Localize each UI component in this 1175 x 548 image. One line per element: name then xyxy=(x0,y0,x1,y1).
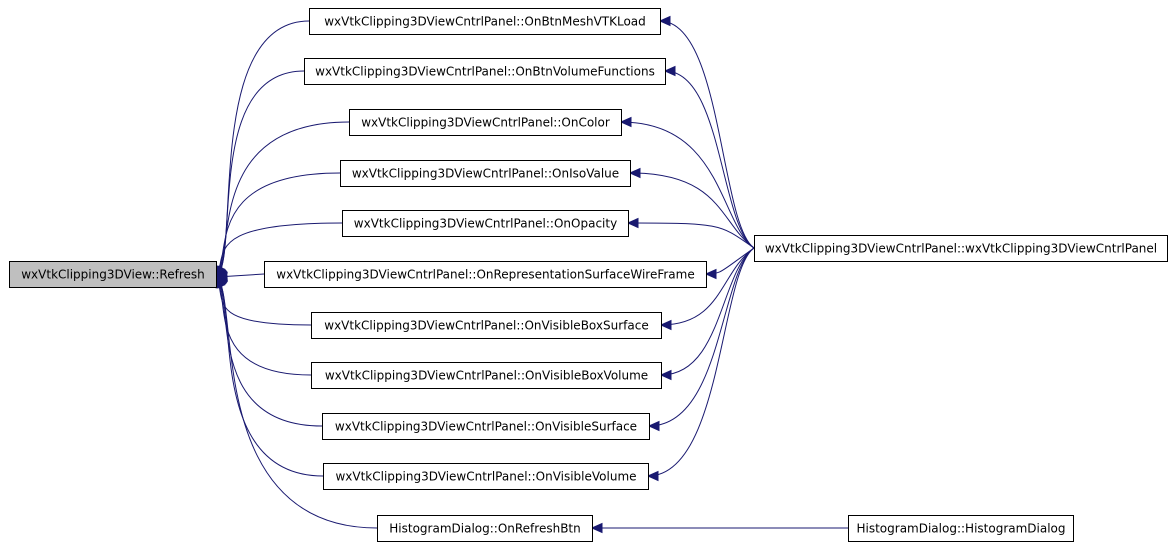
node-on-iso[interactable]: wxVtkClipping3DViewCntrlPanel::OnIsoValu… xyxy=(340,160,631,187)
node-box[interactable] xyxy=(9,261,217,288)
edge-line xyxy=(216,276,324,477)
edge-line xyxy=(629,172,755,249)
node-box[interactable] xyxy=(349,109,622,136)
edge-line xyxy=(216,121,350,278)
edge-line xyxy=(216,276,323,427)
node-label: wxVtkClipping3DViewCntrlPanel::OnColor xyxy=(361,116,610,130)
arrowhead-icon xyxy=(590,522,603,534)
node-box[interactable] xyxy=(304,58,666,85)
node-on-vis-surf[interactable]: wxVtkClipping3DViewCntrlPanel::OnVisible… xyxy=(322,413,650,440)
edge-ctor-to-on-repr xyxy=(704,247,755,280)
node-on-vis-box-surf[interactable]: wxVtkClipping3DViewCntrlPanel::OnVisible… xyxy=(311,312,662,339)
edge-on-refresh-btn-to-refresh xyxy=(216,276,378,529)
node-label: wxVtkClipping3DViewCntrlPanel::OnVisible… xyxy=(324,319,648,333)
node-label: wxVtkClipping3DViewCntrlPanel::wxVtkClip… xyxy=(765,242,1157,256)
node-label: wxVtkClipping3DViewCntrlPanel::OnReprese… xyxy=(276,268,694,282)
arrowhead-icon xyxy=(704,268,717,280)
node-label: wxVtkClipping3DViewCntrlPanel::OnBtnMesh… xyxy=(324,15,646,29)
node-box[interactable] xyxy=(848,515,1074,542)
edge-ctor-to-on-opacity xyxy=(626,217,755,249)
edge-ctor-to-on-vis-vol xyxy=(646,247,755,482)
edge-on-color-to-refresh xyxy=(216,121,350,278)
edges-layer xyxy=(215,15,848,534)
node-on-opacity[interactable]: wxVtkClipping3DViewCntrlPanel::OnOpacity xyxy=(342,210,629,237)
edge-ctor-to-on-color xyxy=(619,116,755,249)
node-label: wxVtkClipping3DViewCntrlPanel::OnVisible… xyxy=(335,470,636,484)
node-box[interactable] xyxy=(340,160,631,187)
node-on-vis-box-vol[interactable]: wxVtkClipping3DViewCntrlPanel::OnVisible… xyxy=(311,362,662,389)
node-hist-ctor[interactable]: HistogramDialog::HistogramDialog xyxy=(848,515,1074,542)
node-box[interactable] xyxy=(309,8,661,35)
edge-line xyxy=(647,247,755,477)
node-box[interactable] xyxy=(322,413,650,440)
arrowhead-icon xyxy=(663,65,676,77)
edge-line xyxy=(705,247,755,275)
node-label: wxVtkClipping3DViewCntrlPanel::OnVisible… xyxy=(335,420,637,434)
edge-ctor-to-on-iso xyxy=(628,167,755,249)
edge-line xyxy=(659,20,755,249)
node-box[interactable] xyxy=(377,515,593,542)
edge-ctor-to-on-vis-box-surf xyxy=(659,247,755,331)
edge-line xyxy=(664,70,755,249)
edge-line xyxy=(216,172,341,278)
edge-ctor-to-on-btn-mesh xyxy=(658,15,755,249)
node-box[interactable] xyxy=(311,312,662,339)
nodes-layer: wxVtkClipping3DView::RefreshwxVtkClippin… xyxy=(9,8,1168,542)
edge-line xyxy=(627,222,755,249)
node-label: wxVtkClipping3DViewCntrlPanel::OnIsoValu… xyxy=(352,167,619,181)
node-label: wxVtkClipping3DViewCntrlPanel::OnOpacity xyxy=(354,217,617,231)
edge-ctor-to-on-vis-box-vol xyxy=(659,247,755,381)
node-box[interactable] xyxy=(264,261,707,288)
node-on-repr[interactable]: wxVtkClipping3DViewCntrlPanel::OnReprese… xyxy=(264,261,707,288)
arrowhead-icon xyxy=(619,116,632,128)
node-box[interactable] xyxy=(754,235,1168,262)
node-box[interactable] xyxy=(342,210,629,237)
node-label: wxVtkClipping3DViewCntrlPanel::OnBtnVolu… xyxy=(315,65,655,79)
arrowhead-icon xyxy=(659,369,672,381)
node-box[interactable] xyxy=(323,463,649,490)
node-label: wxVtkClipping3DViewCntrlPanel::OnVisible… xyxy=(325,369,648,383)
arrowhead-icon xyxy=(647,420,660,432)
arrowhead-icon xyxy=(216,276,229,289)
edge-on-vis-vol-to-refresh xyxy=(216,276,324,477)
node-refresh[interactable]: wxVtkClipping3DView::Refresh xyxy=(9,261,217,288)
node-on-vis-vol[interactable]: wxVtkClipping3DViewCntrlPanel::OnVisible… xyxy=(323,463,649,490)
node-label: HistogramDialog::HistogramDialog xyxy=(856,522,1065,536)
edge-line xyxy=(216,276,378,529)
edge-hist-ctor-to-on-refresh-btn xyxy=(590,522,848,534)
edge-ctor-to-on-btn-volume xyxy=(663,65,755,249)
node-label: HistogramDialog::OnRefreshBtn xyxy=(389,522,580,536)
node-on-color[interactable]: wxVtkClipping3DViewCntrlPanel::OnColor xyxy=(349,109,622,136)
edge-ctor-to-on-vis-surf xyxy=(647,247,755,432)
edge-on-vis-surf-to-refresh xyxy=(216,276,323,427)
node-ctor[interactable]: wxVtkClipping3DViewCntrlPanel::wxVtkClip… xyxy=(754,235,1168,262)
node-label: wxVtkClipping3DView::Refresh xyxy=(21,268,205,282)
node-on-refresh-btn[interactable]: HistogramDialog::OnRefreshBtn xyxy=(377,515,593,542)
arrowhead-icon xyxy=(659,319,672,331)
arrowhead-icon xyxy=(658,15,671,27)
edge-line xyxy=(216,70,305,278)
edge-line xyxy=(660,247,755,376)
arrowhead-icon xyxy=(626,217,639,229)
edge-line xyxy=(660,247,755,326)
edge-line xyxy=(648,247,755,427)
edge-line xyxy=(620,121,755,249)
node-on-btn-volume[interactable]: wxVtkClipping3DViewCntrlPanel::OnBtnVolu… xyxy=(304,58,666,85)
arrowhead-icon xyxy=(628,167,641,179)
arrowhead-icon xyxy=(646,470,659,482)
node-on-btn-mesh[interactable]: wxVtkClipping3DViewCntrlPanel::OnBtnMesh… xyxy=(309,8,661,35)
node-box[interactable] xyxy=(311,362,662,389)
